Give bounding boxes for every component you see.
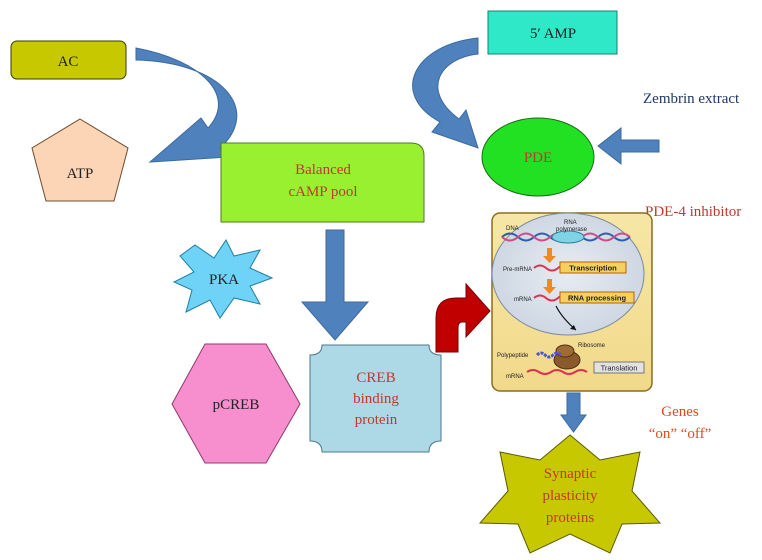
amp5-label: 5′ AMP (530, 26, 576, 42)
arrow-amp-to-pde (412, 37, 479, 149)
cell-rna-processing-label: RNA processing (568, 294, 626, 303)
ac-node (10, 40, 127, 80)
pde-label: PDE (524, 150, 552, 166)
translation-box (593, 361, 645, 374)
export-arrowhead (570, 325, 576, 330)
synaptic-line3: proteins (546, 510, 594, 526)
cell-mrna-bottom-label: mRNA (506, 374, 524, 380)
atp-label: ATP (67, 166, 94, 182)
camp-pool-line1: Balanced (295, 162, 351, 178)
pcreb-label: pCREB (213, 397, 260, 413)
amp5-node (487, 10, 618, 55)
rna-processing-box (559, 291, 635, 304)
genes-line1: Genes (661, 404, 699, 420)
cell-rna-pol-line1: RNA (564, 220, 577, 226)
creb-line2: binding (353, 391, 399, 407)
atp-node (31, 118, 129, 202)
rna-polymerase-shape (551, 230, 585, 244)
ac-label: AC (58, 54, 79, 70)
pka-node (172, 239, 274, 319)
rna-processing-arrow (543, 279, 556, 294)
ribosome-top (555, 344, 575, 358)
arrow-camp-to-creb (300, 229, 370, 341)
polypeptide-chain (535, 351, 563, 359)
arrow-cell-to-synaptic (560, 392, 587, 433)
cell-transcription-label: Transcription (569, 264, 617, 273)
cell-translation-label: Translation (601, 364, 638, 373)
cell-polypeptide-label: Polypeptide (497, 353, 529, 359)
cell-mrna-top-label: mRNA (514, 297, 532, 303)
mrna-strand-bottom (526, 369, 588, 375)
transcription-arrow (543, 248, 556, 263)
camp-pool-node (220, 142, 425, 223)
creb-line3: protein (355, 412, 398, 428)
gene-expression-panel: DNA RNA polymerase Pre-mRNA Transcriptio… (491, 212, 653, 392)
creb-binding-protein-node (309, 344, 442, 453)
synaptic-line2: plasticity (543, 488, 598, 504)
cell-pre-mrna-label: Pre-mRNA (503, 267, 532, 273)
synaptic-plasticity-node (478, 434, 662, 554)
pde4-inhibitor-label: PDE-4 inhibitor (645, 204, 741, 220)
pka-label: PKA (209, 272, 239, 288)
cell-rna-pol-line2: polymerase (556, 227, 588, 233)
arrow-zembrin-to-pde (597, 126, 660, 166)
pcreb-node (171, 343, 301, 464)
zembrin-label: Zembrin extract (643, 91, 740, 107)
arrow-creb-to-cell (435, 282, 491, 353)
transcription-box (559, 261, 627, 274)
synaptic-line1: Synaptic (544, 466, 597, 482)
camp-pool-line2: cAMP pool (288, 184, 357, 200)
cell-dna-label: DNA (506, 226, 519, 232)
nucleus (491, 212, 645, 336)
pde-node (481, 117, 595, 197)
creb-line1: CREB (356, 370, 395, 386)
cell-ribosome-label: Ribosome (578, 343, 606, 349)
genes-line2: “on” “off” (649, 426, 712, 442)
